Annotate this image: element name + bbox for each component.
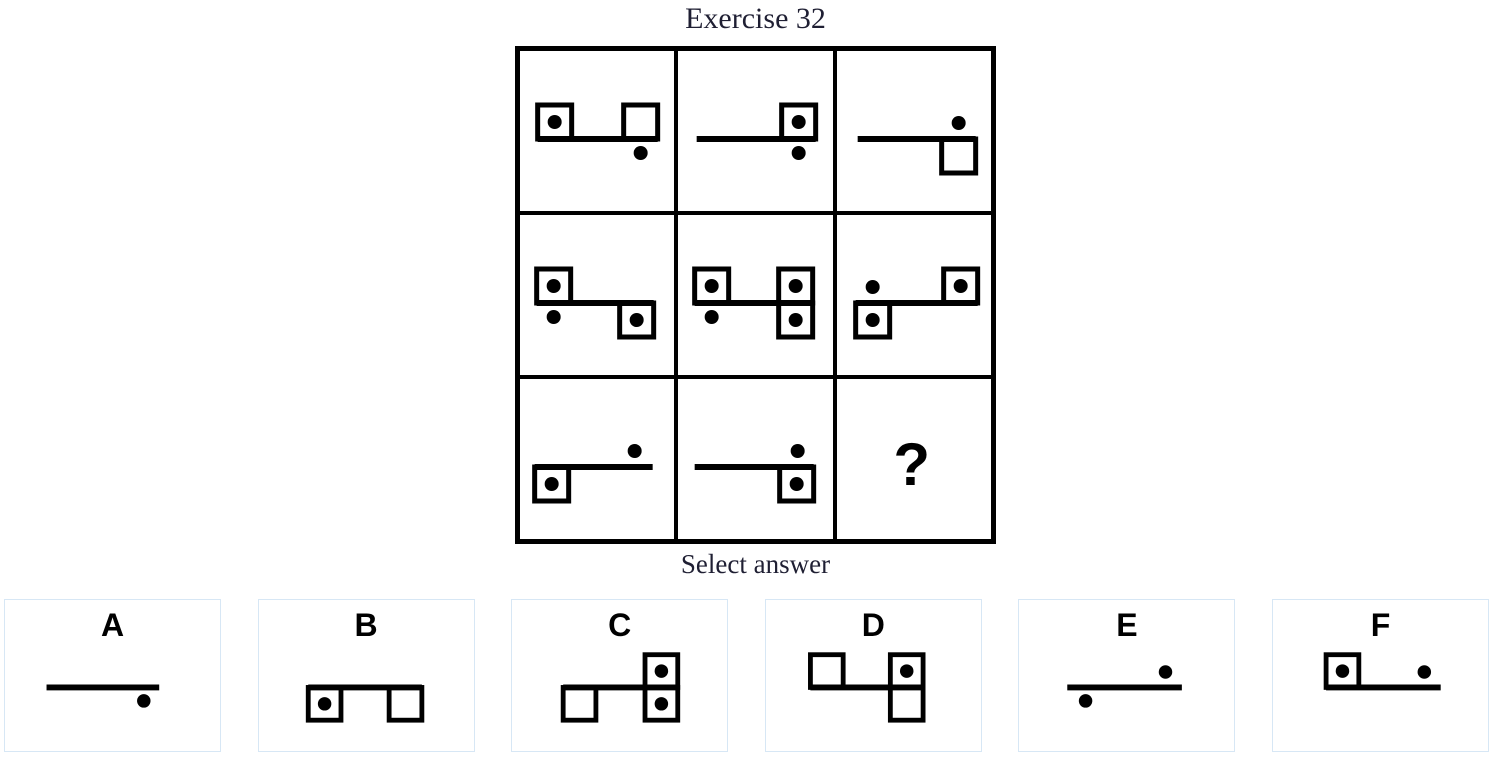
figure-square xyxy=(534,266,574,306)
answer-option-D[interactable]: D xyxy=(764,599,982,752)
figure-dot xyxy=(704,310,719,324)
grid-cell-r2c2 xyxy=(678,215,833,375)
figure-dot xyxy=(704,279,719,293)
figure-square xyxy=(692,266,732,306)
puzzle-grid: ? xyxy=(515,46,996,544)
figure-square xyxy=(532,464,572,504)
figure-square xyxy=(535,102,575,142)
figure-dot xyxy=(865,313,880,327)
figure-dot xyxy=(865,280,880,294)
answer-letter-D: D xyxy=(861,606,885,643)
figure-dot xyxy=(654,697,669,711)
figure-square xyxy=(852,300,892,340)
answer-letter-F: F xyxy=(1370,606,1391,643)
figure-square xyxy=(305,685,343,723)
answer-letter-B: B xyxy=(354,606,378,643)
figure-dot xyxy=(1417,665,1432,679)
figure-dot xyxy=(953,279,968,293)
grid-cell-r3c3: ? xyxy=(836,379,991,539)
grid-cell-r1c1-figure xyxy=(535,102,661,160)
figure-dot xyxy=(547,115,562,129)
answer-F-figure xyxy=(1323,652,1441,691)
answer-letter-C: C xyxy=(608,606,632,643)
grid-cell-r3c2-figure xyxy=(694,444,817,504)
grid-cell-r1c1 xyxy=(520,51,675,211)
grid-cell-r3c3-figure: ? xyxy=(893,431,930,498)
figure-dot xyxy=(629,313,644,327)
answer-option-E[interactable]: E xyxy=(1018,599,1236,752)
figure-dot xyxy=(546,279,561,293)
figure-dot xyxy=(1079,694,1093,708)
figure-square xyxy=(776,300,816,340)
figure-square xyxy=(560,685,599,723)
answer-letter-A: A xyxy=(100,606,125,643)
figure-dot xyxy=(788,313,803,327)
answer-option-C[interactable]: C xyxy=(511,599,729,752)
figure-dot xyxy=(544,477,559,491)
grid-cell-r2c1 xyxy=(520,215,675,375)
figure-dot xyxy=(137,694,151,708)
grid-cell-r3c1-figure xyxy=(532,444,653,504)
figure-square xyxy=(617,300,657,340)
puzzle-column: Exercise 32 ? Select answer xyxy=(515,2,996,580)
figure-dot xyxy=(791,115,806,129)
answer-option-A[interactable]: A xyxy=(4,599,221,752)
grid-cell-r1c2-figure xyxy=(696,102,819,160)
answer-E-figure xyxy=(1067,665,1183,708)
figure-dot xyxy=(1159,665,1173,679)
grid-cell-r3c1 xyxy=(520,379,675,539)
grid-cell-r1c3-figure xyxy=(857,116,978,176)
figure-dot xyxy=(789,477,804,491)
answer-C-figure xyxy=(560,652,681,723)
grid-cell-r1c3 xyxy=(836,51,991,211)
figure-square xyxy=(621,102,661,142)
figure-dot xyxy=(790,444,805,458)
figure-square xyxy=(940,266,980,306)
answer-options-row: A B C D E F xyxy=(0,599,1493,752)
question-mark: ? xyxy=(893,431,930,498)
figure-dot xyxy=(317,697,331,711)
figure-square xyxy=(642,685,681,723)
figure-dot xyxy=(788,279,803,293)
figure-dot xyxy=(1335,664,1350,678)
grid-cell-r2c1-figure xyxy=(534,266,657,340)
figure-dot xyxy=(546,310,561,324)
figure-dot xyxy=(951,116,966,130)
grid-cell-r1c2 xyxy=(678,51,833,211)
grid-cell-r3c2 xyxy=(678,379,833,539)
select-answer-label: Select answer xyxy=(680,549,831,579)
figure-dot xyxy=(899,664,914,678)
answer-A-figure xyxy=(46,684,160,708)
figure-square xyxy=(1323,652,1362,690)
figure-dot xyxy=(627,444,642,458)
figure-square xyxy=(777,464,817,504)
figure-dot xyxy=(633,146,648,160)
figure-square xyxy=(887,685,926,723)
figure-dot xyxy=(654,664,669,678)
grid-cell-r2c2-figure xyxy=(692,266,816,340)
grid-cell-r2c3 xyxy=(836,215,991,375)
answer-option-F[interactable]: F xyxy=(1271,599,1489,752)
grid-cell-r2c3-figure xyxy=(852,266,980,340)
answer-D-figure xyxy=(807,652,926,723)
answer-letter-E: E xyxy=(1116,606,1138,643)
answer-option-B[interactable]: B xyxy=(257,599,475,752)
page-title: Exercise 32 xyxy=(685,2,826,35)
figure-square xyxy=(938,136,978,176)
answer-B-figure xyxy=(305,684,424,723)
figure-square xyxy=(386,685,424,723)
figure-dot xyxy=(791,146,806,160)
figure-square xyxy=(779,102,819,142)
figure-square xyxy=(807,652,846,690)
